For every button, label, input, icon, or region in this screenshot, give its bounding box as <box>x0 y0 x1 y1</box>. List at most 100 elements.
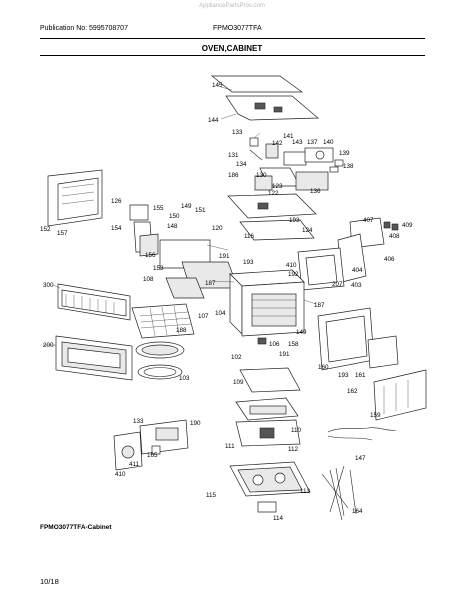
callout-120: 120 <box>212 225 223 232</box>
callout-134: 134 <box>236 161 247 168</box>
wire-harness <box>321 427 397 521</box>
callout-110: 110 <box>291 427 302 434</box>
callout-147: 147 <box>355 455 366 462</box>
callout-143: 143 <box>292 139 303 146</box>
control-panel-assembly <box>113 419 189 471</box>
title-rule <box>40 55 425 56</box>
callout-408: 408 <box>389 233 400 240</box>
callout-136: 136 <box>310 188 321 195</box>
oven-cavity <box>229 269 305 337</box>
callout-133b: 133 <box>133 418 144 425</box>
callout-151: 151 <box>195 207 206 214</box>
callout-159: 159 <box>370 412 381 419</box>
callout-162: 162 <box>347 388 358 395</box>
fan-motor-assembly <box>249 137 344 191</box>
header-rule <box>40 38 425 39</box>
callout-126: 126 <box>111 198 122 205</box>
callout-137: 137 <box>307 139 318 146</box>
callout-140: 140 <box>323 139 334 146</box>
callout-193: 193 <box>289 217 300 224</box>
callout-113: 113 <box>300 488 311 495</box>
publication-number: Publication No: 5995708707 <box>40 25 128 32</box>
callout-188: 188 <box>176 327 187 334</box>
callout-108: 108 <box>143 276 154 283</box>
callout-124: 124 <box>302 227 313 234</box>
callout-407: 407 <box>363 217 374 224</box>
callout-148: 148 <box>167 223 178 230</box>
callout-404: 404 <box>352 267 363 274</box>
callout-411: 411 <box>129 461 140 468</box>
section-title: OVEN,CABINET <box>201 44 263 53</box>
callout-109: 109 <box>233 379 244 386</box>
callout-193c: 193 <box>338 372 349 379</box>
callout-150: 150 <box>169 213 180 220</box>
diagram-caption: FPMO3077TFA-Cabinet <box>40 524 112 531</box>
turntable-parts <box>135 341 185 380</box>
callout-149: 149 <box>181 203 192 210</box>
callout-409: 409 <box>402 222 413 229</box>
left-side-panel <box>47 169 159 257</box>
callout-138: 138 <box>343 163 354 170</box>
callout-410: 410 <box>286 262 297 269</box>
callout-192: 192 <box>288 271 299 278</box>
model-number: FPMO3077TFA <box>213 25 262 32</box>
callout-153: 153 <box>153 265 164 272</box>
callout-142: 142 <box>272 140 283 147</box>
callout-149b: 149 <box>296 329 307 336</box>
callout-104: 104 <box>215 310 226 317</box>
callout-406: 406 <box>384 256 395 263</box>
callout-133: 133 <box>232 129 243 136</box>
base-assembly <box>229 337 311 513</box>
callout-111: 111 <box>225 443 235 450</box>
oven-rack <box>131 303 195 339</box>
callout-403: 403 <box>351 282 362 289</box>
leader-lines <box>43 86 317 346</box>
callout-155: 155 <box>153 205 164 212</box>
callout-103: 103 <box>179 375 190 382</box>
part-callouts: 145 144 133 141 142 143 137 140 131 139 … <box>40 82 413 522</box>
right-side-panel <box>317 307 427 421</box>
callout-123: 123 <box>272 183 283 190</box>
top-cover-part <box>211 75 319 121</box>
callout-160: 160 <box>318 364 329 371</box>
callout-164: 164 <box>352 508 363 515</box>
callout-130: 130 <box>256 172 267 179</box>
control-board-assembly <box>159 193 317 289</box>
callout-300: 300 <box>43 282 54 289</box>
callout-191: 191 <box>219 253 230 260</box>
callout-156: 156 <box>145 252 156 259</box>
callout-144: 144 <box>208 117 219 124</box>
door-latch-assembly <box>297 217 399 291</box>
callout-187b: 187 <box>314 302 325 309</box>
callout-114: 114 <box>273 515 284 522</box>
callout-191b: 191 <box>279 351 290 358</box>
callout-158: 158 <box>288 341 299 348</box>
callout-107: 107 <box>198 313 209 320</box>
page-number: 10/18 <box>40 577 59 586</box>
callout-154: 154 <box>111 225 122 232</box>
callout-190: 190 <box>190 420 201 427</box>
callout-207: 207 <box>332 281 343 288</box>
callout-193b: 193 <box>243 259 254 266</box>
callout-165: 165 <box>147 452 158 459</box>
callout-106: 106 <box>269 341 280 348</box>
callout-145: 145 <box>212 82 223 89</box>
callout-186: 186 <box>228 172 239 179</box>
callout-161: 161 <box>355 372 366 379</box>
vent-grille-part <box>57 277 205 321</box>
callout-141: 141 <box>283 133 294 140</box>
callout-139: 139 <box>339 150 350 157</box>
callout-116: 116 <box>244 233 255 240</box>
watermark: AppliancePartsPros.com <box>199 3 265 9</box>
callout-157: 157 <box>57 230 68 237</box>
callout-131: 131 <box>228 152 239 159</box>
callout-102: 102 <box>231 354 242 361</box>
callout-200: 200 <box>43 342 54 349</box>
callout-187: 187 <box>205 280 216 287</box>
callout-122: 122 <box>268 190 279 197</box>
callout-112: 112 <box>288 446 299 453</box>
callout-410b: 410 <box>115 471 126 478</box>
callout-115: 115 <box>206 492 217 499</box>
oven-door <box>55 335 133 381</box>
